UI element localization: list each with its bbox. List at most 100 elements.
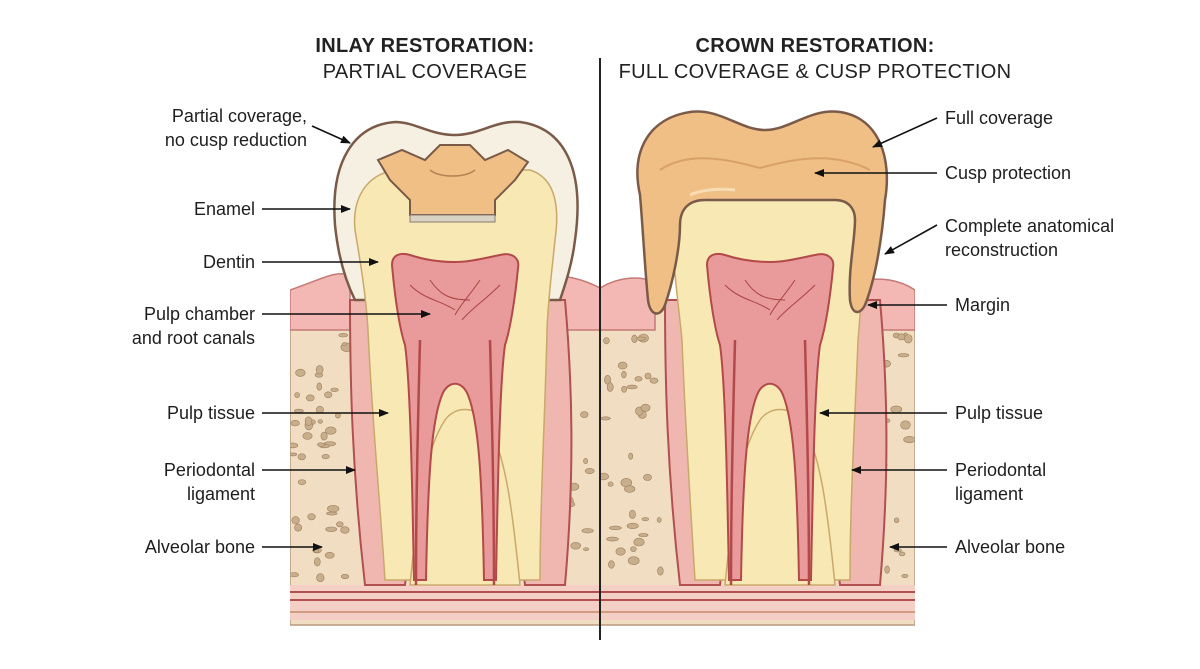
inlay-restoration <box>376 144 530 216</box>
bone-spot <box>290 572 299 578</box>
bone-spot <box>600 416 611 421</box>
bone-spot <box>600 472 609 481</box>
bone-spot <box>606 382 614 392</box>
gingiva-right <box>600 277 656 331</box>
bone-spot <box>315 365 324 375</box>
bone-spot <box>607 481 614 487</box>
bone-spot <box>307 513 316 521</box>
inlay-title: INLAY RESTORATION: <box>315 35 535 57</box>
bone-spot <box>326 511 338 516</box>
bone-spot <box>313 557 321 567</box>
bone-spot <box>649 377 659 384</box>
label-margin: Margin <box>955 295 1011 315</box>
bone-spot <box>336 521 344 528</box>
label-dentin: Dentin <box>202 252 255 272</box>
inlay-subtitle: PARTIAL COVERAGE <box>322 61 528 83</box>
bone-spot <box>316 382 323 391</box>
leader-lines-left <box>262 125 431 551</box>
label-anatomical: Complete anatomical reconstruction <box>945 216 1115 260</box>
bone-spot <box>297 479 307 485</box>
bone-spot <box>294 523 303 532</box>
bone-spot <box>321 454 330 460</box>
bone-spot <box>638 533 649 537</box>
bone-spot <box>621 371 627 379</box>
bone-spot <box>628 452 634 460</box>
bone-spot <box>316 573 325 583</box>
label-pulp-chamber: Pulp chamber and root canals <box>131 304 255 348</box>
bone-spot <box>305 394 315 402</box>
bone-spot <box>313 548 320 553</box>
bone-spot <box>341 342 348 347</box>
label-periodontal-left: Periodontal ligament <box>163 460 255 504</box>
bone-spot <box>340 573 350 579</box>
bone-spot <box>621 385 627 393</box>
arrow-anatomical <box>884 224 938 255</box>
bone-spot <box>294 392 300 398</box>
bone-spot <box>606 536 619 542</box>
bone-spot <box>330 387 339 392</box>
bone-spot <box>884 565 890 574</box>
label-cusp-protection: Cusp protection <box>945 163 1072 183</box>
arrow-partial-coverage <box>311 125 351 144</box>
bone-spot <box>643 473 652 481</box>
label-periodontal-right: Periodontal ligament <box>955 460 1047 504</box>
bone-spot <box>631 334 638 344</box>
bone-spot <box>338 333 349 338</box>
bone-spot <box>570 542 582 550</box>
crown-subtitle: FULL COVERAGE & CUSP PROTECTION <box>618 61 1012 83</box>
bone-spot <box>633 537 645 547</box>
bone-spot <box>656 517 662 523</box>
bone-spot <box>901 573 909 578</box>
bone-spot <box>320 431 328 441</box>
bone-spot <box>340 526 350 534</box>
pulp-left <box>390 252 520 581</box>
bone-spot <box>583 457 588 464</box>
bone-spot <box>583 547 590 552</box>
bone-spot <box>903 436 915 444</box>
bone-spot <box>302 432 313 440</box>
bone-spot <box>297 453 306 461</box>
bone-spot <box>317 419 323 424</box>
bone-spot <box>624 485 636 493</box>
crown-title: CROWN RESTORATION: <box>695 35 935 57</box>
inlay-title-block: INLAY RESTORATION: PARTIAL COVERAGE <box>275 33 575 85</box>
bone-spot <box>617 361 628 370</box>
bone-spot <box>900 420 911 430</box>
bone-spot <box>657 566 664 576</box>
bone-spot <box>327 505 340 513</box>
bone-spot <box>324 551 335 559</box>
bone-spot <box>609 525 622 531</box>
arrow-full-coverage <box>872 117 938 148</box>
bone-spot <box>324 391 333 399</box>
bone-spot <box>325 426 337 435</box>
bone-spot <box>641 517 649 522</box>
gingiva-left <box>290 272 351 331</box>
crown-title-block: CROWN RESTORATION: FULL COVERAGE & CUSP … <box>605 33 1025 85</box>
bone-spot <box>290 442 299 449</box>
bone-spot <box>295 368 306 377</box>
leader-lines-right <box>814 117 947 551</box>
bone-spot <box>294 408 304 413</box>
bone-spot <box>581 528 594 534</box>
crown-restoration <box>636 110 889 315</box>
label-enamel: Enamel <box>193 199 255 219</box>
bone-spot <box>890 405 903 414</box>
pulp-right <box>705 252 835 581</box>
bone-spot <box>893 548 902 553</box>
bone-spot <box>626 384 638 390</box>
label-pulp-tissue-left: Pulp tissue <box>166 403 255 423</box>
bone-spot <box>335 412 341 419</box>
bone-spot <box>290 452 298 457</box>
bone-spot <box>904 334 913 344</box>
bone-spot <box>893 517 900 524</box>
bone-spot <box>291 516 300 525</box>
bone-spot <box>629 509 636 519</box>
bone-spot <box>644 372 652 380</box>
label-alveolar-left: Alveolar bone <box>144 537 255 557</box>
bone-spot <box>640 403 651 412</box>
bone-spot <box>630 546 637 552</box>
bone-spot <box>608 560 615 569</box>
bone-spot <box>580 411 589 418</box>
